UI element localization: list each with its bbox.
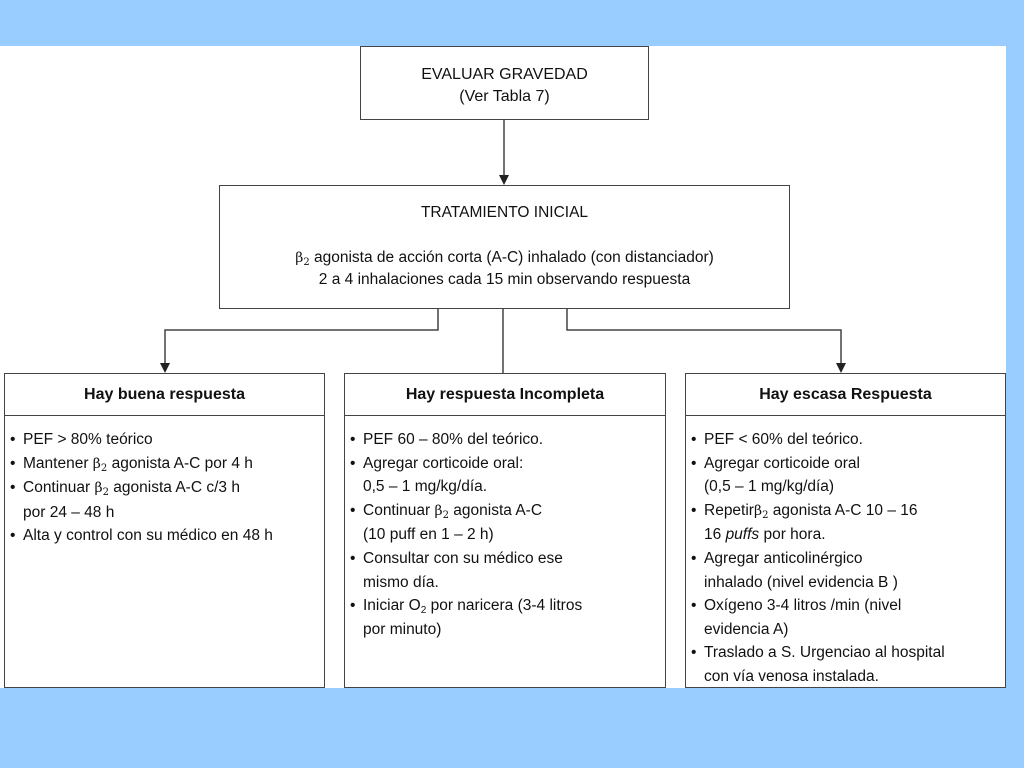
poor-response-box: Hay escasa Respuesta PEF < 60% del teóri… [685,373,1006,688]
good-response-header: Hay buena respuesta [5,374,324,416]
good-response-box: Hay buena respuesta PEF > 80% teóricoMan… [4,373,325,688]
list-item: PEF 60 – 80% del teórico. [350,428,665,452]
arrow-to-good-response [160,309,439,373]
beta-symbol: β2 [295,250,310,268]
arrow-to-poor-response [566,309,846,373]
list-item: Agregar corticoide oral:0,5 – 1 mg/kg/dí… [350,452,665,499]
beta-symbol: β2 [753,502,769,521]
poor-response-list: PEF < 60% del teórico.Agregar corticoide… [691,428,1005,689]
incomplete-response-header: Hay respuesta Incompleta [345,374,665,416]
list-item: PEF < 60% del teórico. [691,428,1005,452]
flowchart-canvas: EVALUAR GRAVEDAD (Ver Tabla 7) TRATAMIEN… [0,46,1006,688]
beta-symbol: β2 [434,502,449,521]
poor-response-header: Hay escasa Respuesta [686,374,1005,416]
good-response-list: PEF > 80% teóricoMantener β2 agonista A-… [10,428,324,548]
list-item: Agregar corticoide oral(0,5 – 1 mg/kg/dí… [691,452,1005,499]
list-item: Oxígeno 3-4 litros /min (nivelevidencia … [691,594,1005,641]
evaluate-severity-box: EVALUAR GRAVEDAD (Ver Tabla 7) [360,46,649,120]
beta-symbol: β2 [94,480,109,499]
evaluate-severity-title: EVALUAR GRAVEDAD [421,66,588,83]
connector-lines [160,120,846,373]
evaluate-severity-reference: (Ver Tabla 7) [459,88,550,105]
beta-symbol: β2 [92,455,108,474]
list-item: PEF > 80% teórico [10,428,324,452]
list-item: Continuar β2 agonista A-C(10 puff en 1 –… [350,499,665,547]
list-item: Mantener β2 agonista A-C por 4 h [10,452,324,477]
initial-treatment-drug-text: agonista de acción corta (A-C) inhalado … [309,249,714,266]
initial-treatment-box: TRATAMIENTO INICIAL β2 agonista de acció… [219,185,790,309]
incomplete-response-box: Hay respuesta Incompleta PEF 60 – 80% de… [344,373,666,688]
initial-treatment-drug-line: β2 agonista de acción corta (A-C) inhala… [220,247,789,269]
initial-treatment-dose-line: 2 a 4 inhalaciones cada 15 min observand… [318,271,691,288]
incomplete-response-list: PEF 60 – 80% del teórico.Agregar cortico… [350,428,665,641]
initial-treatment-title: TRATAMIENTO INICIAL [420,204,589,221]
list-item: Alta y control con su médico en 48 h [10,524,324,548]
